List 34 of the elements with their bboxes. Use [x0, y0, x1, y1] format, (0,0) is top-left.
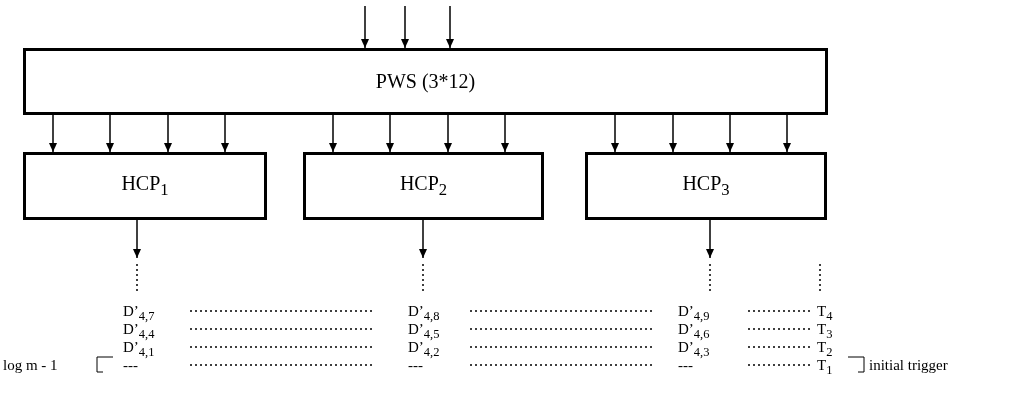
arrow: [669, 114, 677, 153]
table-text: D’$_{4,5}$: [408, 321, 440, 342]
arrow: [361, 5, 369, 49]
box-label: PWS (3*12): [375, 70, 476, 93]
arrow: [706, 219, 714, 259]
process-box: [23, 48, 828, 115]
arrow: [783, 114, 791, 153]
arrow: [106, 114, 114, 153]
arrow: [726, 114, 734, 153]
table-text: D’$_{4,4}$: [123, 321, 155, 342]
table-text: D’$_{4,7}$: [123, 302, 155, 324]
arrow: [164, 114, 172, 153]
table-text: log m - 1: [3, 356, 58, 374]
arrow: [221, 114, 229, 153]
table-text: D’$_{4,9}$: [678, 302, 710, 324]
process-box: [23, 152, 267, 220]
arrow: [446, 5, 454, 49]
table-text: D’$_{4,6}$: [678, 321, 710, 342]
arrow: [444, 114, 452, 153]
table-text: initial trigger: [869, 356, 948, 374]
process-box: [303, 152, 544, 220]
box-label: HCP$_{2}$: [399, 172, 448, 200]
arrow: [49, 114, 57, 153]
box-label: HCP$_{1}$: [121, 172, 169, 200]
process-box: [585, 152, 827, 220]
table-text: D’$_{4,8}$: [408, 302, 440, 324]
box-label: HCP$_{3}$: [682, 172, 730, 200]
arrow: [419, 219, 427, 259]
arrow: [401, 5, 409, 49]
arrow: [133, 219, 141, 259]
arrow: [386, 114, 394, 153]
arrow: [329, 114, 337, 153]
arrow: [611, 114, 619, 153]
arrow: [501, 114, 509, 153]
